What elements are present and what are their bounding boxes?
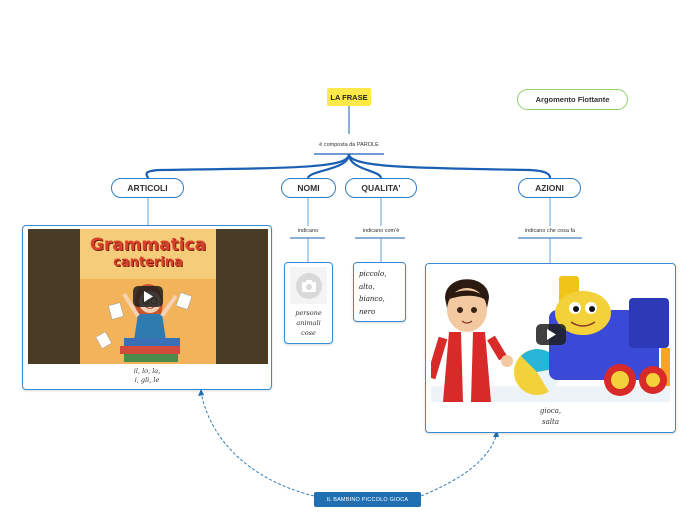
azioni-video-thumbnail[interactable] — [431, 268, 670, 402]
azioni-example-line: salta — [542, 418, 559, 426]
nomi-card[interactable]: persone animali cose — [284, 262, 333, 344]
qualita-example-line: alto, — [359, 282, 375, 291]
floating-topic[interactable]: Argomento Flottante — [517, 89, 628, 110]
nomi-examples: persone animali cose — [285, 308, 332, 338]
branch-azioni[interactable]: AZIONI — [518, 178, 581, 198]
articoli-example-line: i, gli, le — [134, 376, 160, 384]
qualita-example-line: bianco, — [359, 295, 385, 303]
cover-title-line1: Grammatica — [89, 235, 207, 255]
branch-qualita[interactable]: QUALITA' — [345, 178, 417, 198]
nomi-example-line: animali — [296, 319, 321, 327]
azioni-sublabel[interactable]: indicano che cosa fa — [524, 228, 576, 234]
branch-nomi[interactable]: NOMI — [281, 178, 336, 198]
qualita-example-line: piccolo, — [359, 270, 387, 278]
articoli-card[interactable]: Grammatica canterina i — [22, 225, 272, 390]
nomi-example-line: persone — [295, 309, 322, 317]
play-icon — [547, 329, 556, 340]
articoli-example-line: il, lo, la, — [133, 367, 161, 375]
connector-label[interactable]: è composta da PAROLE — [319, 142, 379, 148]
articoli-video-thumbnail[interactable]: Grammatica canterina — [28, 229, 268, 364]
camera-icon — [295, 272, 322, 299]
nomi-sublabel[interactable]: indicano — [297, 228, 319, 234]
play-button[interactable] — [536, 324, 566, 345]
qualita-sublabel[interactable]: indicano com'è — [362, 228, 400, 234]
azioni-card[interactable]: gioca, salta — [425, 263, 676, 433]
articoli-examples: il, lo, la, i, gli, le — [23, 367, 271, 385]
bottom-topic[interactable]: IL BAMBINO PICCOLO GIOCA — [314, 492, 421, 507]
nomi-example-line: cose — [301, 329, 316, 337]
azioni-example-line: gioca, — [539, 407, 562, 415]
qualita-examples: piccolo, alto, bianco, nero — [359, 268, 404, 318]
qualita-example-line: nero — [359, 307, 376, 316]
azioni-examples: gioca, salta — [426, 406, 675, 428]
qualita-card[interactable]: piccolo, alto, bianco, nero — [353, 262, 406, 322]
play-icon — [144, 291, 153, 302]
root-topic[interactable]: LA FRASE — [327, 88, 371, 106]
image-placeholder — [290, 267, 327, 304]
play-button[interactable] — [133, 286, 163, 307]
cover-title-line2: canterina — [113, 255, 183, 270]
branch-articoli[interactable]: ARTICOLI — [111, 178, 184, 198]
